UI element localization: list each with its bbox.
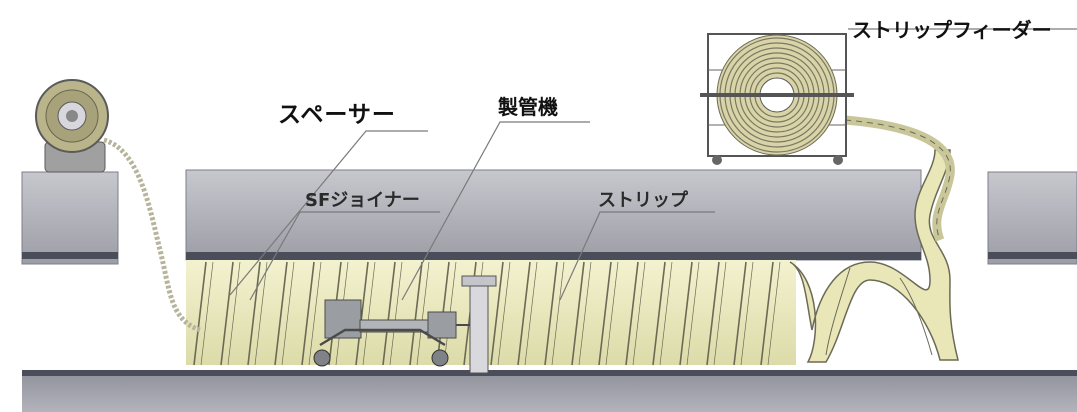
strip-seam — [301, 261, 315, 366]
strip-seam — [355, 261, 369, 366]
strip-seam — [389, 261, 403, 366]
sf-joiner-label: SFジョイナー — [305, 190, 420, 211]
strip-seam — [571, 261, 585, 366]
leader-lines — [229, 28, 1077, 301]
strip-feeder-label: ストリップフィーダー — [852, 18, 1052, 42]
strip-seam — [578, 261, 592, 366]
strip-feeder — [700, 33, 854, 165]
pipe-top-slab — [185, 169, 922, 261]
strip-seam — [686, 261, 700, 366]
strip-seam — [733, 261, 747, 366]
strip-seam — [524, 261, 538, 366]
strip-seam — [416, 261, 430, 366]
strip-seam — [281, 261, 295, 366]
strip-seam — [193, 261, 207, 366]
strip-seam — [254, 261, 268, 366]
pipe-bottom-floor — [22, 370, 1077, 412]
strip-seam — [632, 261, 646, 366]
strip-seam — [659, 261, 673, 366]
strip-seam — [308, 261, 322, 366]
strip-seam — [382, 261, 396, 366]
strip-seam — [200, 261, 214, 366]
strip-seam — [605, 261, 619, 366]
strip-seam — [625, 261, 639, 366]
strip-seam — [551, 261, 565, 366]
strip-seam — [713, 261, 727, 366]
spacer-label: スペーサー — [278, 102, 396, 128]
strip-seam — [767, 261, 781, 366]
strip-seam — [227, 261, 241, 366]
strip-seam — [490, 261, 504, 366]
left-manhole-wall — [21, 171, 119, 265]
strip-seam — [652, 261, 666, 366]
strip-seam — [362, 261, 376, 366]
right-manhole-wall — [987, 171, 1077, 265]
strip-seam — [706, 261, 720, 366]
strip-label: ストリップ — [598, 189, 689, 211]
spacer-cable — [103, 137, 201, 333]
strip-feed-line — [844, 115, 955, 242]
strip-seam — [740, 261, 754, 366]
strip-seam — [220, 261, 234, 366]
pipe-machine-label: 製管機 — [498, 95, 558, 119]
support-post — [461, 275, 497, 374]
strip-seam — [760, 261, 774, 366]
spacer-reel — [35, 79, 109, 173]
strip-seam — [497, 261, 511, 366]
strip-seam — [598, 261, 612, 366]
strip-seam — [274, 261, 288, 366]
strip-seam — [409, 261, 423, 366]
strip-seam — [517, 261, 531, 366]
strip-seam — [679, 261, 693, 366]
strip-loop — [789, 149, 959, 363]
strip-seam — [247, 261, 261, 366]
strip-seam — [544, 261, 558, 366]
pipe-making-machine — [313, 299, 470, 367]
